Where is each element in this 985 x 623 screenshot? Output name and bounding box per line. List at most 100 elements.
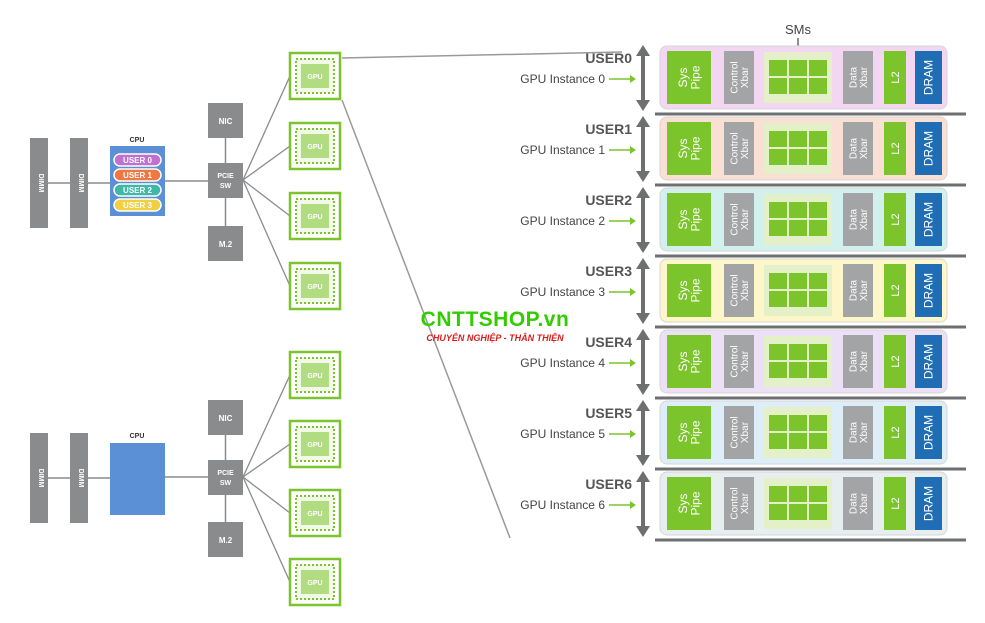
sm-block bbox=[769, 202, 787, 218]
data-xbar-block bbox=[843, 51, 873, 104]
m2-bottom-label: M.2 bbox=[219, 536, 233, 545]
dram-block bbox=[915, 406, 942, 459]
arrow-down-icon bbox=[636, 384, 650, 395]
sm-area bbox=[764, 123, 832, 174]
arrow-up-icon bbox=[636, 258, 650, 269]
dimm-bottom-2: DIMM bbox=[70, 433, 88, 523]
user-label: USER6 bbox=[585, 476, 632, 492]
sms-label: SMs bbox=[785, 22, 812, 37]
gpu-instance-label: GPU Instance 5 bbox=[520, 427, 605, 441]
svg-text:Pipe: Pipe bbox=[689, 136, 703, 160]
arrow-up-icon bbox=[636, 471, 650, 482]
sm-block bbox=[789, 131, 807, 147]
svg-text:Sys: Sys bbox=[676, 422, 690, 442]
pcie-bottom-label-1: PCIE bbox=[217, 470, 234, 477]
control-xbar-block bbox=[724, 122, 754, 175]
gpu-instance-label: GPU Instance 2 bbox=[520, 214, 605, 228]
svg-text:Data: Data bbox=[848, 422, 859, 444]
arrow-right-icon bbox=[630, 146, 636, 154]
sm-block bbox=[789, 415, 807, 431]
dram-block bbox=[915, 51, 942, 104]
sm-block bbox=[809, 78, 827, 94]
svg-text:Xbar: Xbar bbox=[740, 492, 751, 514]
sm-block bbox=[809, 362, 827, 378]
sm-block bbox=[809, 273, 827, 289]
svg-text:Pipe: Pipe bbox=[689, 420, 703, 444]
sm-block bbox=[789, 486, 807, 502]
control-xbar-block bbox=[724, 335, 754, 388]
data-xbar-block bbox=[843, 406, 873, 459]
svg-text:GPU: GPU bbox=[307, 442, 322, 449]
svg-text:GPU: GPU bbox=[307, 74, 322, 81]
nic-bottom-label: NIC bbox=[219, 414, 233, 423]
svg-text:Data: Data bbox=[848, 67, 859, 89]
user-label: USER1 bbox=[585, 121, 632, 137]
l2-block bbox=[884, 477, 906, 530]
gpu-chip: GPU bbox=[288, 191, 342, 241]
sm-block bbox=[789, 149, 807, 165]
dram-block bbox=[915, 193, 942, 246]
sm-block bbox=[809, 433, 827, 449]
sys-pipe-block bbox=[667, 122, 711, 175]
svg-text:Xbar: Xbar bbox=[740, 208, 751, 230]
svg-text:DRAM: DRAM bbox=[922, 202, 936, 237]
dram-block bbox=[915, 264, 942, 317]
sm-block bbox=[809, 344, 827, 360]
sm-area bbox=[764, 336, 832, 387]
sys-pipe-block bbox=[667, 193, 711, 246]
gpu-chip: GPU bbox=[288, 261, 342, 311]
svg-text:Sys: Sys bbox=[676, 351, 690, 371]
sm-block bbox=[769, 60, 787, 76]
gpu-chip: GPU bbox=[288, 51, 342, 101]
svg-text:Data: Data bbox=[848, 351, 859, 373]
svg-text:DIMM: DIMM bbox=[77, 174, 84, 193]
sm-block bbox=[789, 273, 807, 289]
cpu-top-label: CPU bbox=[130, 137, 145, 144]
svg-text:Data: Data bbox=[848, 138, 859, 160]
svg-text:Data: Data bbox=[848, 280, 859, 302]
zoom-line-top bbox=[341, 51, 623, 59]
svg-text:GPU: GPU bbox=[307, 511, 322, 518]
svg-text:GPU: GPU bbox=[307, 284, 322, 291]
cpu-bottom bbox=[110, 443, 165, 515]
svg-text:USER 1: USER 1 bbox=[123, 171, 152, 180]
svg-text:DIMM: DIMM bbox=[37, 174, 44, 193]
sm-block bbox=[769, 362, 787, 378]
svg-text:Xbar: Xbar bbox=[740, 421, 751, 443]
nic-top bbox=[208, 103, 243, 138]
svg-text:Control: Control bbox=[729, 345, 740, 377]
svg-text:Control: Control bbox=[729, 132, 740, 164]
svg-text:Xbar: Xbar bbox=[740, 350, 751, 372]
svg-text:USER 2: USER 2 bbox=[123, 186, 152, 195]
svg-text:Pipe: Pipe bbox=[689, 278, 703, 302]
svg-text:Xbar: Xbar bbox=[740, 66, 751, 88]
arrow-right-icon bbox=[630, 359, 636, 367]
svg-text:DRAM: DRAM bbox=[922, 415, 936, 450]
sm-block bbox=[769, 220, 787, 236]
arrow-up-icon bbox=[636, 187, 650, 198]
control-xbar-block bbox=[724, 264, 754, 317]
arrow-down-icon bbox=[636, 171, 650, 182]
nic-top-label: NIC bbox=[219, 117, 233, 126]
svg-text:USER 3: USER 3 bbox=[123, 201, 152, 210]
sm-block bbox=[809, 202, 827, 218]
dimm-top-2: DIMM bbox=[70, 138, 88, 228]
svg-text:DRAM: DRAM bbox=[922, 60, 936, 95]
svg-text:L2: L2 bbox=[890, 142, 902, 154]
svg-text:L2: L2 bbox=[890, 497, 902, 509]
sm-block bbox=[789, 60, 807, 76]
sm-block bbox=[769, 131, 787, 147]
data-xbar-block bbox=[843, 477, 873, 530]
sm-block bbox=[809, 291, 827, 307]
svg-text:GPU: GPU bbox=[307, 214, 322, 221]
dram-block bbox=[915, 335, 942, 388]
sm-block bbox=[789, 78, 807, 94]
watermark-main: CNTTSHOP.vn bbox=[420, 308, 570, 331]
sm-area bbox=[764, 52, 832, 103]
arrow-right-icon bbox=[630, 217, 636, 225]
l2-block bbox=[884, 122, 906, 175]
cpu-user-pill: USER 2 bbox=[113, 183, 162, 197]
nic-bottom bbox=[208, 400, 243, 435]
sm-block bbox=[809, 220, 827, 236]
